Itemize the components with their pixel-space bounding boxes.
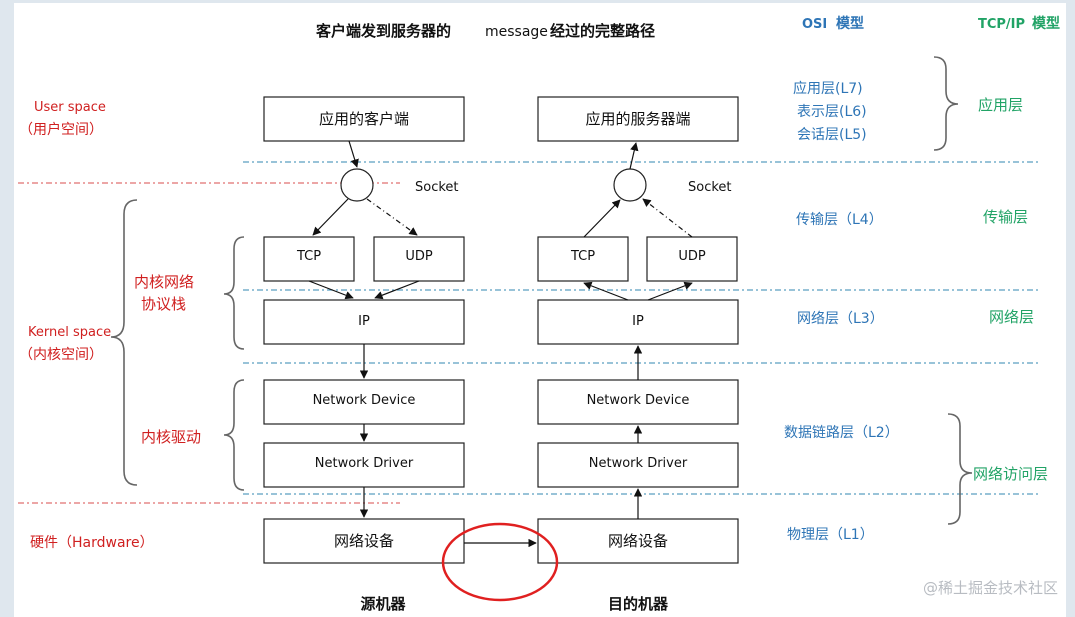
source-app-label: 应用的客户端	[319, 110, 409, 128]
title-suffix: 经过的完整路径	[550, 22, 655, 40]
osi-header: OSI	[802, 17, 827, 32]
source-udp-label: UDP	[405, 249, 433, 264]
hardware-label: 硬件（Hardware）	[30, 535, 154, 551]
source-udp-to-ip-arrow	[374, 280, 420, 300]
dest-udp-label: UDP	[678, 249, 706, 264]
dest-ip-to-tcp-arrow	[583, 281, 629, 301]
tcpip-access-label: 网络访问层	[973, 465, 1048, 483]
source-socket-label: Socket	[415, 180, 459, 195]
dest-hardware-label: 网络设备	[608, 532, 668, 550]
source-hardware-box	[263, 518, 465, 564]
source-socket-to-udp-arrow	[366, 198, 418, 236]
osi-l2-label: 数据链路层（L2）	[784, 425, 899, 441]
tcpip-app-label: 应用层	[978, 96, 1023, 114]
tcpip-network-label: 网络层	[989, 308, 1034, 326]
osi-l3-label: 网络层（L3）	[797, 311, 884, 327]
title-prefix: 客户端发到服务器的	[315, 22, 451, 40]
osi-l5-label: 会话层(L5)	[797, 127, 867, 143]
dest-app-label: 应用的服务器端	[585, 110, 690, 128]
kernel-driver-brace	[223, 379, 245, 491]
dest-device-label: Network Device	[587, 393, 690, 408]
source-app-to-socket-arrow	[348, 140, 359, 168]
dest-device-box	[537, 379, 739, 425]
osi-l1-label: 物理层（L1）	[787, 527, 874, 543]
source-udp-box	[373, 236, 465, 282]
source-app-box	[263, 96, 465, 142]
source-tcp-to-ip-arrow	[308, 280, 354, 300]
physical-link-highlight-circle	[441, 522, 559, 602]
dest-socket-to-app-arrow	[629, 142, 639, 170]
osi-l4-label: 传输层（L4）	[796, 212, 883, 228]
tcpip-app-brace	[933, 56, 959, 151]
osi-l7-label: 应用层(L7)	[793, 80, 863, 97]
dest-ip-to-udp-arrow	[647, 281, 693, 301]
watermark-text: @稀土掘金技术社区	[923, 579, 1058, 597]
user-space-label: User space	[34, 100, 106, 115]
source-device-label: Network Device	[313, 393, 416, 408]
dest-tcp-box	[537, 236, 629, 282]
kernel-driver-label: 内核驱动	[141, 428, 201, 446]
dest-hardware-box	[537, 518, 739, 564]
source-device-box	[263, 379, 465, 425]
protocol-stack-brace	[223, 236, 245, 350]
protocol-stack-label-1: 内核网络	[134, 273, 194, 291]
source-tcp-box	[263, 236, 355, 282]
source-driver-label: Network Driver	[315, 456, 414, 471]
title-word: message	[485, 24, 548, 40]
tcpip-header: TCP/IP	[978, 17, 1025, 32]
source-socket-circle	[340, 168, 374, 202]
protocol-stack-label-2: 协议栈	[141, 295, 186, 313]
source-socket-to-tcp-arrow	[312, 198, 349, 236]
dest-ip-box	[537, 299, 739, 345]
tcpip-transport-label: 传输层	[983, 208, 1028, 226]
source-caption: 源机器	[360, 595, 406, 613]
dest-driver-box	[537, 442, 739, 488]
dest-socket-label: Socket	[688, 180, 732, 195]
dest-ip-label: IP	[632, 314, 644, 329]
tcpip-access-brace	[947, 413, 973, 525]
user-space-cn-label: （用户空间）	[19, 121, 103, 138]
osi-l6-label: 表示层(L6)	[797, 104, 867, 120]
dest-udp-to-socket-arrow	[642, 198, 693, 238]
dest-tcp-to-socket-arrow	[583, 199, 621, 238]
dest-socket-circle	[613, 168, 647, 202]
kernel-space-label: Kernel space	[28, 325, 111, 340]
kernel-space-cn-label: （内核空间）	[19, 347, 103, 363]
dest-driver-label: Network Driver	[589, 456, 688, 471]
osi-header-model: 模型	[836, 15, 864, 32]
dest-tcp-label: TCP	[570, 249, 595, 264]
tcpip-header-model: 模型	[1032, 15, 1060, 32]
source-ip-label: IP	[358, 314, 370, 329]
source-tcp-label: TCP	[296, 249, 321, 264]
dest-app-box	[537, 96, 739, 142]
dest-caption: 目的机器	[608, 595, 669, 613]
kernel-space-brace	[110, 199, 138, 486]
source-hardware-label: 网络设备	[334, 532, 394, 550]
